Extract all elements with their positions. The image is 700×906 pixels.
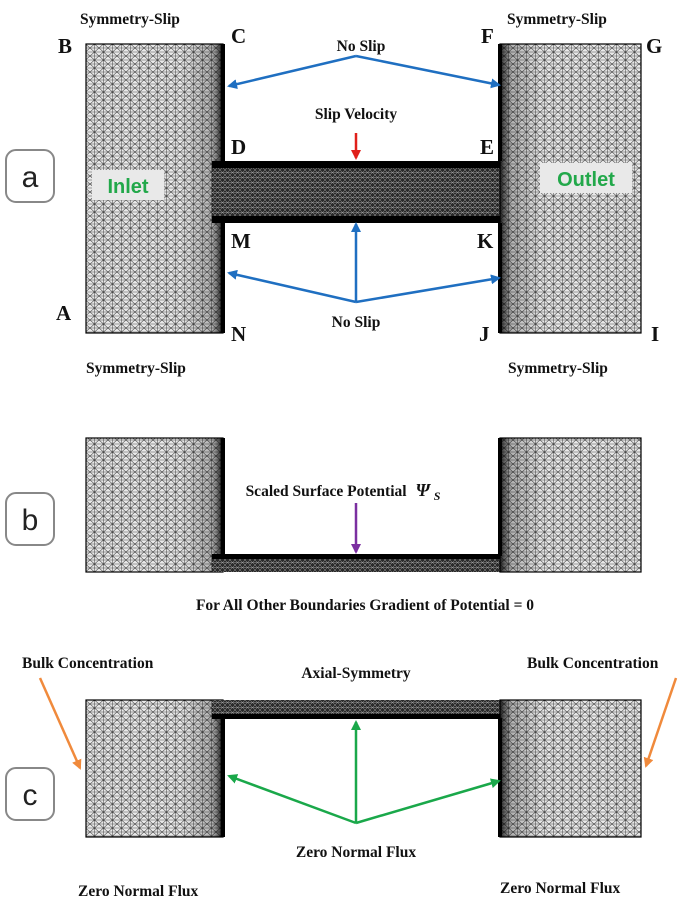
bulk-concentration-label-right: Bulk Concentration [527,655,659,672]
zero-flux-arrow-left [227,774,357,825]
psi-subscript: S [434,489,441,503]
panel-a: Inlet Outlet B C D E F G M K A N J I Sym… [5,11,662,377]
c-channel-wall [212,714,512,719]
gradient-note: For All Other Boundaries Gradient of Pot… [196,597,534,614]
bulk-arrow-right [643,677,678,768]
inlet-label-bg [92,170,164,200]
symmetry-slip-label-top-right: Symmetry-Slip [507,11,607,28]
no-slip-arrow-top-left [227,54,357,90]
no-slip-label-top: No Slip [337,38,386,55]
panel-tag-a-box [5,149,55,203]
outlet-refinement-shade [500,44,542,333]
surface-potential-label: Scaled Surface Potential Ψ S [246,480,441,503]
corner-e: E [480,135,494,159]
zero-normal-flux-label-center: Zero Normal Flux [296,844,417,861]
panel-tag-b: b [22,504,39,537]
b-left-shade [183,438,223,572]
outlet-label-bg [540,163,632,193]
bulk-arrow-left [38,677,82,770]
corner-i: I [651,322,659,346]
corner-m: M [231,229,251,253]
no-slip-arrow-bottom-right [355,274,501,304]
panel-tag-c-box [5,767,55,821]
c-right-shade [500,700,542,837]
axial-symmetry-label: Axial-Symmetry [301,665,411,682]
zero-normal-flux-label-left: Zero Normal Flux [78,883,199,900]
channel-bottom-wall [212,216,512,223]
panel-tag-c: c [23,779,38,812]
inlet-label: Inlet [107,176,148,198]
zero-normal-flux-label-right: Zero Normal Flux [500,880,621,897]
panel-tag-a: a [22,161,39,194]
corner-b: B [58,34,72,58]
b-channel-wall [212,554,512,559]
outlet-label: Outlet [557,169,615,191]
no-slip-label-bottom: No Slip [332,314,381,331]
corner-k: K [477,229,494,253]
channel-mesh [212,161,512,223]
corner-g: G [646,34,662,58]
panel-b: Scaled Surface Potential Ψ S For All Oth… [5,437,642,614]
corner-d: D [231,135,246,159]
surface-potential-text: Scaled Surface Potential [246,483,408,500]
c-channel-mesh [212,700,512,718]
slip-velocity-label: Slip Velocity [315,106,398,123]
symmetry-slip-label-top-left: Symmetry-Slip [80,11,180,28]
channel-top-wall [212,161,512,168]
panel-c: Axial-Symmetry Bulk Concentration Bulk C… [5,655,678,900]
c-left-shade [183,700,223,837]
no-slip-arrow-bottom-left [227,269,357,304]
corner-f: F [481,24,494,48]
bulk-concentration-label-left: Bulk Concentration [22,655,154,672]
b-channel-mesh [212,556,512,572]
symmetry-slip-label-bottom-left: Symmetry-Slip [86,360,186,377]
panel-tag-b-box [5,492,55,546]
symmetry-slip-label-bottom-right: Symmetry-Slip [508,360,608,377]
zero-flux-arrow-right [355,778,501,825]
corner-a: A [56,301,72,325]
corner-n: N [231,322,246,346]
psi-symbol: Ψ [415,480,431,500]
no-slip-arrow-top-right [355,54,501,89]
corner-c: C [231,24,246,48]
corner-j: J [479,322,490,346]
b-right-shade [500,438,542,572]
